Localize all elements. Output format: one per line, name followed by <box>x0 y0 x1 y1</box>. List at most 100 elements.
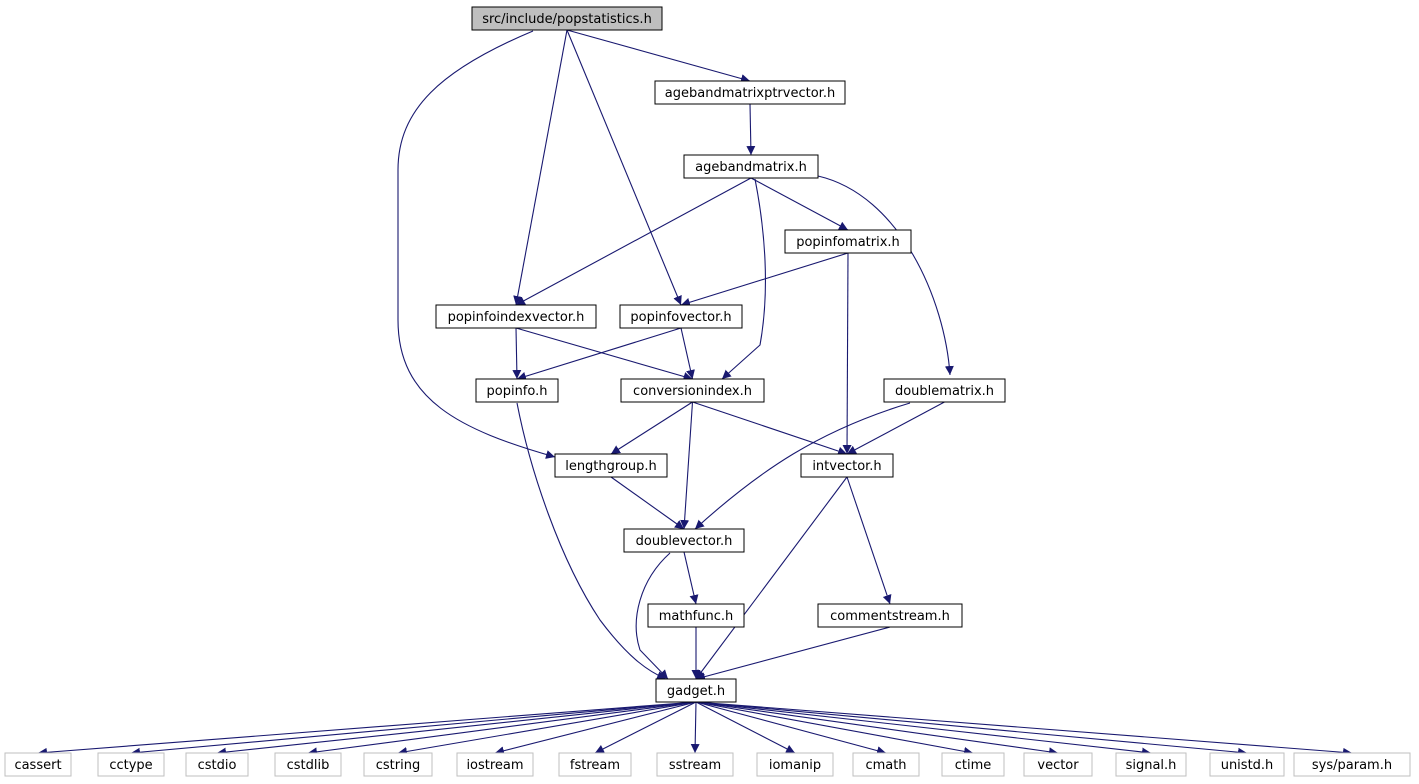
node-box-doublematrix <box>883 378 1006 403</box>
node-label-commentstream: commentstream.h <box>830 609 950 624</box>
node-label-cstring: cstring <box>376 758 420 773</box>
node-cstring: cstring <box>363 752 433 777</box>
node-label-agebandmatrix: agebandmatrix.h <box>695 160 807 175</box>
node-box-agebandmatrixptrvector <box>654 80 846 105</box>
edge-doublematrix-to-intvector <box>846 401 945 455</box>
node-fstream: fstream <box>558 752 632 777</box>
node-label-fstream: fstream <box>570 758 620 773</box>
node-box-doublevector <box>623 528 745 553</box>
node-label-iomanip: iomanip <box>769 758 821 773</box>
node-box-cstdlib <box>274 752 342 777</box>
node-label-ctime: ctime <box>955 758 992 773</box>
node-gadget[interactable]: gadget.h <box>655 678 737 703</box>
node-cmath: cmath <box>852 752 920 777</box>
node-label-agebandmatrixptrvector: agebandmatrixptrvector.h <box>665 86 835 101</box>
node-agebandmatrixptrvector[interactable]: agebandmatrixptrvector.h <box>654 80 846 105</box>
node-box-lengthgroup <box>554 453 668 478</box>
node-label-intvector: intvector.h <box>812 459 881 474</box>
node-intvector[interactable]: intvector.h <box>800 453 894 478</box>
edge-gadget-to-iomanip <box>695 701 796 754</box>
node-label-cstdlib: cstdlib <box>287 758 330 773</box>
node-popinfo[interactable]: popinfo.h <box>475 378 559 403</box>
node-label-conversionindex: conversionindex.h <box>633 384 752 399</box>
node-iostream: iostream <box>456 752 534 777</box>
edge-commentstream-to-gadget <box>695 626 891 682</box>
node-box-fstream <box>558 752 632 777</box>
node-lengthgroup[interactable]: lengthgroup.h <box>554 453 668 478</box>
node-label-cctype: cctype <box>109 758 152 773</box>
node-box-popinfovector <box>619 304 743 329</box>
edge-agebandmatrix-to-popinfomatrix <box>750 177 849 231</box>
nodes-layer: src/include/popstatistics.h agebandmatrix… <box>4 6 1411 777</box>
edge-popstatistics-to-lengthgroup <box>397 30 556 459</box>
edge-popinfoindexvector-to-conversionindex <box>515 327 693 381</box>
node-commentstream[interactable]: commentstream.h <box>817 603 963 628</box>
node-conversionindex[interactable]: conversionindex.h <box>620 378 765 403</box>
node-iomanip: iomanip <box>756 752 834 777</box>
node-sysparam: sys/param.h <box>1293 752 1411 777</box>
edge-popstatistics-to-popinfovector <box>566 29 682 306</box>
edge-doublevector-to-mathfunc <box>683 551 699 605</box>
edge-gadget-to-cstdlib <box>307 701 697 757</box>
edge-popinfovector-to-popinfo <box>516 327 682 381</box>
edge-popstatistics-to-popinfoindexvector <box>513 29 568 306</box>
node-label-vector: vector <box>1037 758 1079 773</box>
node-box-commentstream <box>817 603 963 628</box>
node-box-popinfoindexvector <box>435 304 597 329</box>
edge-conversionindex-to-lengthgroup <box>610 401 693 455</box>
node-doublevector[interactable]: doublevector.h <box>623 528 745 553</box>
edge-lengthgroup-to-doublevector <box>610 476 685 530</box>
node-label-iostream: iostream <box>466 758 523 773</box>
node-box-vector <box>1023 752 1093 777</box>
edge-gadget-to-cmath <box>695 701 887 756</box>
node-box-signal <box>1115 752 1187 777</box>
node-label-sysparam: sys/param.h <box>1312 758 1392 773</box>
edge-popinfomatrix-to-intvector <box>842 252 852 455</box>
node-label-popinfovector: popinfovector.h <box>630 310 731 325</box>
node-label-popinfo: popinfo.h <box>487 384 548 399</box>
node-popinfovector[interactable]: popinfovector.h <box>619 304 743 329</box>
node-cstdlib: cstdlib <box>274 752 342 777</box>
edge-popinfo-to-gadget <box>516 402 667 680</box>
node-box-mathfunc <box>647 603 745 628</box>
edge-gadget-to-signal <box>695 701 1152 757</box>
edge-conversionindex-to-doublevector <box>680 401 694 530</box>
edge-popinfovector-to-conversionindex <box>680 327 695 380</box>
node-label-unistd: unistd.h <box>1221 758 1274 773</box>
edge-gadget-to-fstream <box>594 701 697 754</box>
node-box-cstring <box>363 752 433 777</box>
node-sstream: sstream <box>656 752 734 777</box>
node-ctime: ctime <box>941 752 1005 777</box>
node-box-popstatistics <box>471 6 663 31</box>
node-popinfomatrix[interactable]: popinfomatrix.h <box>784 229 912 254</box>
node-label-mathfunc: mathfunc.h <box>659 609 734 624</box>
edge-gadget-to-vector <box>695 701 1059 757</box>
node-popinfoindexvector[interactable]: popinfoindexvector.h <box>435 304 597 329</box>
edge-popinfoindexvector-to-popinfo <box>512 327 522 380</box>
node-doublematrix[interactable]: doublematrix.h <box>883 378 1006 403</box>
node-box-popinfomatrix <box>784 229 912 254</box>
node-label-signal: signal.h <box>1126 758 1177 773</box>
node-label-popinfomatrix: popinfomatrix.h <box>796 235 900 250</box>
node-popstatistics[interactable]: src/include/popstatistics.h <box>471 6 663 31</box>
edge-agebandmatrix-to-doublematrix <box>817 175 954 376</box>
edge-agebandmatrixptrvector-to-agebandmatrix <box>746 103 756 156</box>
node-box-sysparam <box>1293 752 1411 777</box>
node-box-cstdio <box>185 752 249 777</box>
edges-layer <box>37 29 1353 757</box>
node-label-cstdio: cstdio <box>198 758 237 773</box>
edge-intvector-to-gadget <box>695 476 848 680</box>
node-agebandmatrix[interactable]: agebandmatrix.h <box>683 154 819 179</box>
edge-gadget-to-cstring <box>397 701 697 756</box>
node-box-sstream <box>656 752 734 777</box>
edge-gadget-to-sstream <box>690 701 700 754</box>
node-mathfunc[interactable]: mathfunc.h <box>647 603 745 628</box>
edge-agebandmatrix-to-conversionindex <box>721 178 767 380</box>
edge-gadget-to-cctype <box>130 701 697 757</box>
node-label-lengthgroup: lengthgroup.h <box>565 459 657 474</box>
node-label-cassert: cassert <box>14 758 61 773</box>
edge-popstatistics-to-agebandmatrixptrvector <box>566 29 751 83</box>
node-box-iostream <box>456 752 534 777</box>
edge-agebandmatrix-to-popinfoindexvector <box>515 177 752 306</box>
